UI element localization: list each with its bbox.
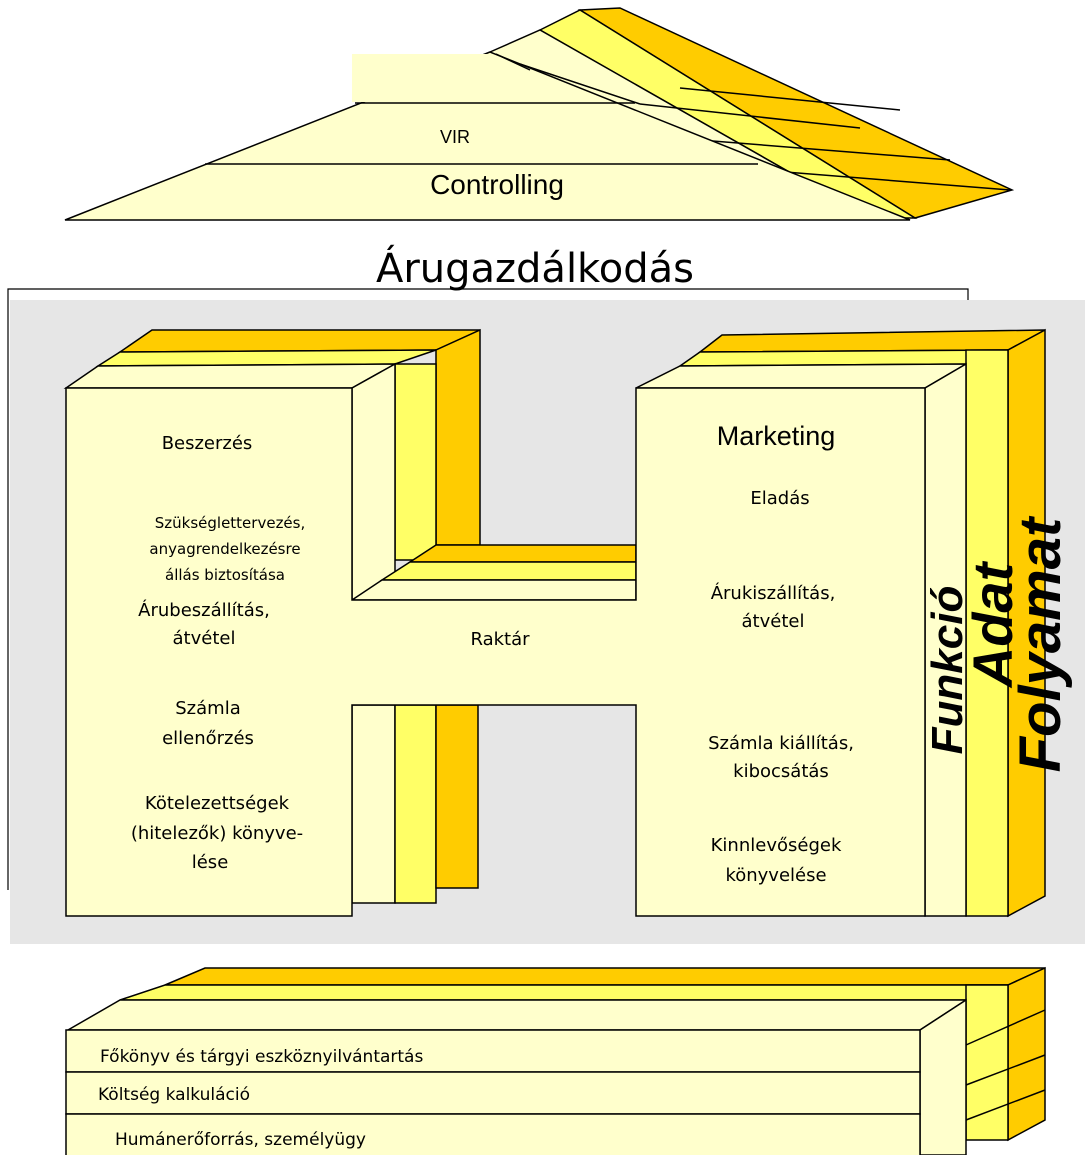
left-strip-mid-upper	[394, 363, 437, 561]
left-item-1: Árubeszállítás, átvétel	[138, 599, 270, 649]
bottom-top-mid	[119, 984, 1009, 1001]
left-item-1-line-0: Árubeszállítás,	[138, 599, 270, 621]
left-item-3-line-1: (hitelezők) könyve-	[131, 823, 303, 844]
left-item-0-line-0: Szükséglettervezés,	[155, 514, 306, 532]
eladas-label: Eladás	[750, 488, 809, 509]
main-title: Árugazdálkodás	[376, 244, 694, 292]
left-strip-dark-lower	[435, 704, 479, 889]
crossbar-top-mid	[379, 561, 637, 581]
left-item-3-line-0: Kötelezettségek	[145, 793, 290, 814]
right-item-2-line-0: Kinnlevőségek	[711, 835, 842, 856]
bottom-row-2	[65, 1113, 921, 1155]
left-item-2: Számla ellenőrzés	[162, 698, 254, 749]
bottom-top-light	[65, 999, 969, 1031]
left-item-2-line-0: Számla	[175, 698, 240, 719]
bottom-top-dark	[164, 967, 1046, 986]
funkcio-label: Funkció	[923, 586, 972, 755]
h-front-face	[65, 387, 926, 917]
left-item-3: Kötelezettségek (hitelezők) könyve- lése	[131, 793, 303, 873]
beszerzes-title: Beszerzés	[162, 433, 253, 454]
controlling-label: Controlling	[430, 169, 564, 200]
right-item-0: Árukiszállítás, átvétel	[711, 582, 836, 632]
bottom-row-1	[65, 1071, 921, 1115]
left-item-2-line-1: ellenőrzés	[162, 728, 254, 749]
bottom-row-2-label: Humánerőforrás, személyügy	[115, 1130, 366, 1150]
left-item-0-line-2: állás biztosítása	[165, 566, 285, 584]
left-item-0-line-1: anyagrendelkezésre	[149, 540, 300, 558]
right-item-2-line-1: könyvelése	[725, 865, 826, 886]
roof-front	[64, 51, 911, 221]
right-item-0-line-1: átvétel	[742, 611, 805, 632]
left-top-dark	[117, 329, 481, 353]
left-strip-light-lower	[351, 704, 396, 904]
left-item-0: Szükséglettervezés, anyagrendelkezésre á…	[149, 514, 305, 584]
marketing-title: Marketing	[717, 421, 836, 451]
bottom-stack	[65, 966, 1046, 1155]
right-item-1: Számla kiállítás, kibocsátás	[708, 733, 854, 782]
left-strip-light-upper	[351, 362, 396, 602]
left-item-3-line-2: lése	[192, 852, 229, 873]
bottom-row-0-label: Főkönyv és tárgyi eszköznyilvántartás	[100, 1047, 423, 1067]
right-top-funkcio	[635, 363, 969, 389]
panel-outline	[7, 288, 969, 890]
raktar-label: Raktár	[470, 629, 530, 650]
left-strip-dark-upper	[435, 328, 481, 546]
folyamat-label: Folyamat	[1008, 515, 1073, 772]
roof-layer-stack	[64, 7, 1015, 221]
right-item-0-line-0: Árukiszállítás,	[711, 582, 836, 604]
bottom-right-dark	[1007, 966, 1046, 1142]
bottom-right-mid	[965, 984, 1009, 1141]
adat-side	[965, 349, 1009, 917]
right-item-2: Kinnlevőségek könyvelése	[711, 835, 842, 886]
left-top-light	[63, 363, 396, 389]
roof-top-box	[352, 54, 492, 102]
vir-label: VIR	[440, 127, 470, 147]
right-item-1-line-0: Számla kiállítás,	[708, 733, 854, 754]
bottom-row-1-label: Költség kalkuláció	[98, 1085, 250, 1105]
crossbar-top-light	[349, 579, 637, 601]
adat-label: Adat	[961, 560, 1024, 689]
left-strip-mid-lower	[394, 704, 437, 904]
bottom-row-0	[65, 1029, 921, 1073]
right-item-1-line-1: kibocsátás	[733, 761, 829, 782]
left-item-1-line-1: átvétel	[173, 628, 236, 649]
crossbar-top-dark	[407, 544, 637, 563]
